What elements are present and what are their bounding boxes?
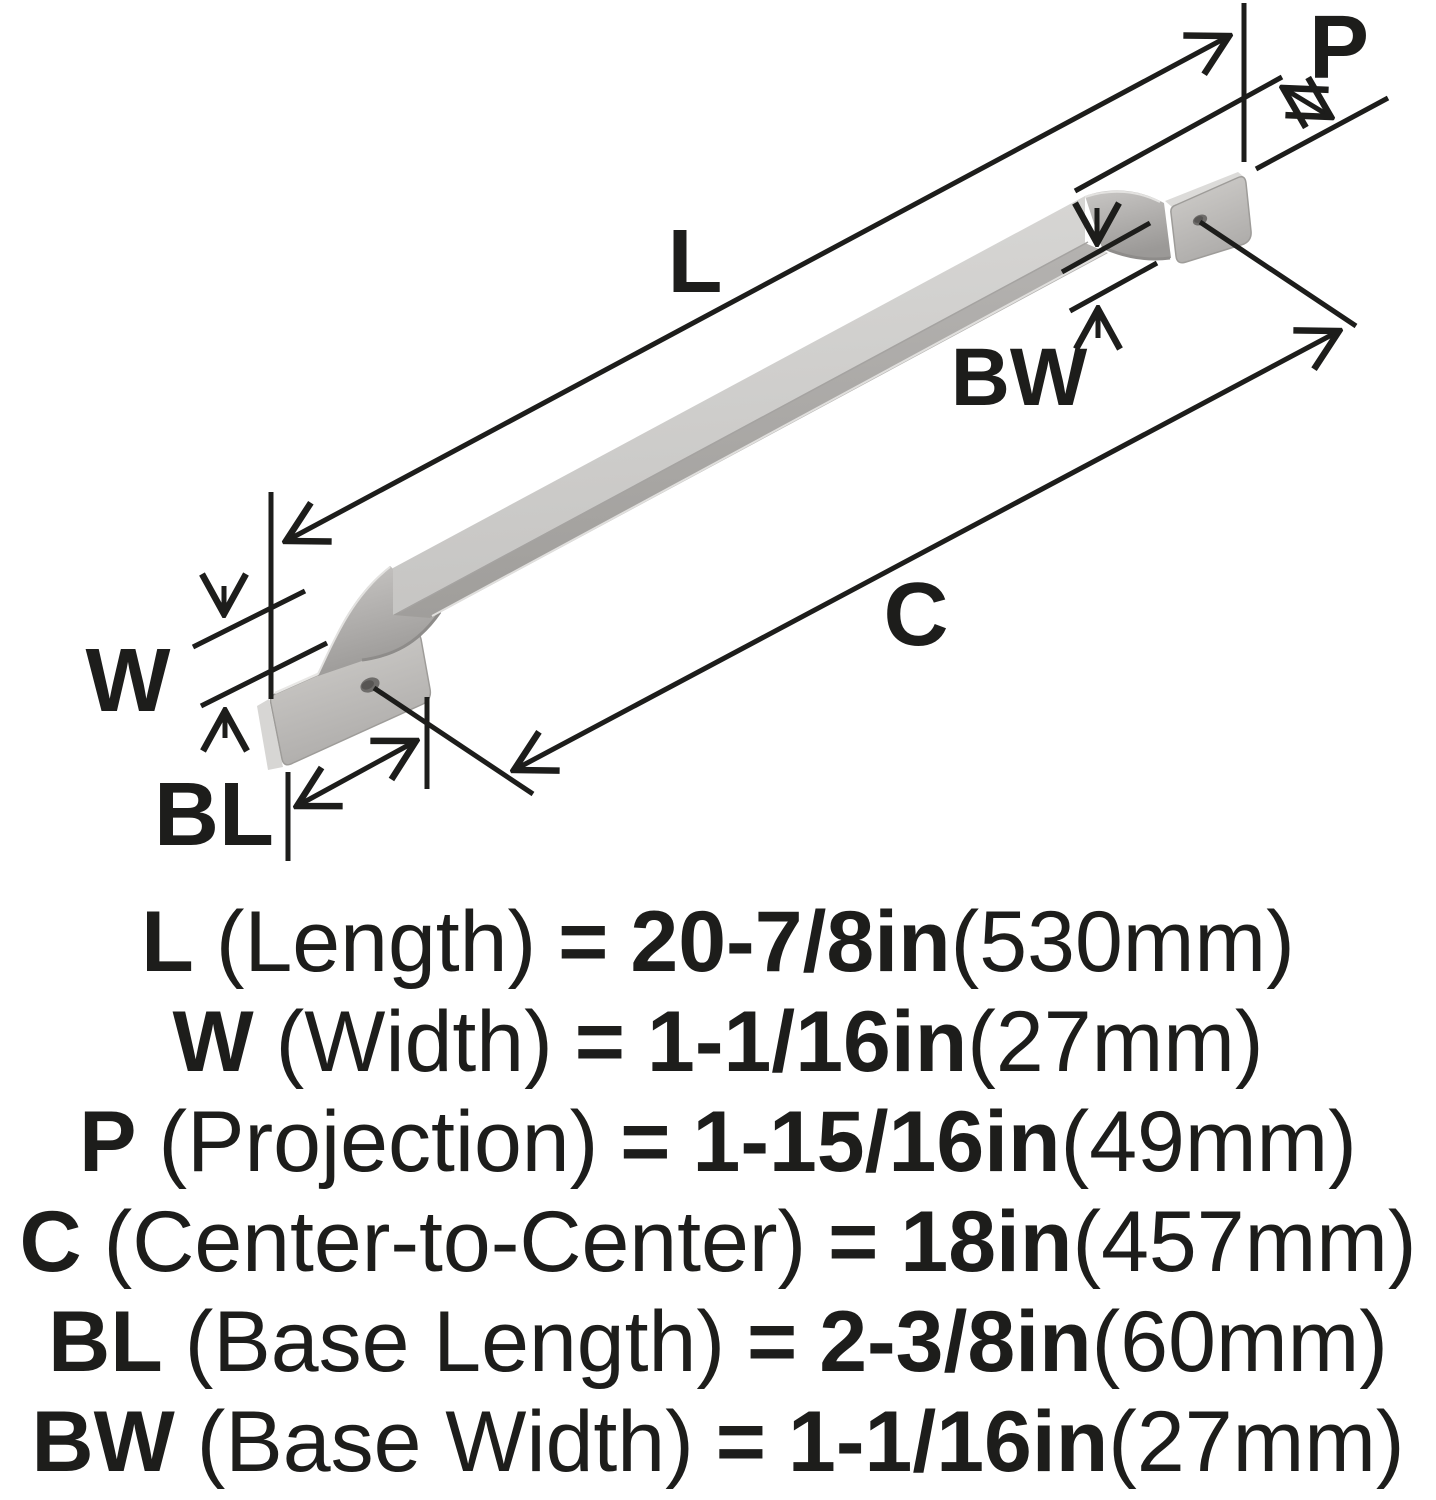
spec-value: 20-7/8in xyxy=(630,894,951,990)
spec-name: (Base Length) xyxy=(184,1294,725,1390)
bw-extension-line-top xyxy=(1060,220,1152,275)
dimension-label-w: W xyxy=(86,631,171,731)
spec-name: (Length) xyxy=(215,894,537,990)
l-dimension-arrow xyxy=(286,36,1229,541)
c-extension-line-left xyxy=(372,685,535,797)
spec-row-width: W(Width)=1-1/16in(27mm) xyxy=(0,992,1436,1092)
dimension-diagram-svg: L P BW W xyxy=(86,0,1390,865)
left-neck-highlight xyxy=(317,566,391,675)
dimension-BL: BL xyxy=(154,697,430,865)
spec-abbr: C xyxy=(19,1194,82,1290)
spec-metric: (27mm) xyxy=(967,994,1264,1090)
p-extension-line-top xyxy=(1073,74,1284,194)
left-base-endcap xyxy=(257,699,283,770)
dimension-C: C xyxy=(372,219,1358,797)
bl-dimension-arrow xyxy=(297,741,416,806)
dimension-W: W xyxy=(86,586,329,738)
dimension-P: P xyxy=(1073,0,1390,194)
spec-metric: (27mm) xyxy=(1108,1394,1405,1490)
spec-abbr: BL xyxy=(48,1294,163,1390)
spec-row-projection: P(Projection)=1-15/16in(49mm) xyxy=(0,1092,1436,1192)
handle-illustration xyxy=(257,172,1252,770)
dimension-label-l: L xyxy=(668,212,723,312)
spec-metric: (49mm) xyxy=(1060,1094,1357,1190)
handle-bar-front-face xyxy=(393,243,1108,618)
w-extension-line-top xyxy=(191,588,307,650)
spec-value: 1-1/16in xyxy=(788,1394,1109,1490)
p-dimension-arrow xyxy=(1283,88,1331,117)
left-neck-cove-shadow xyxy=(361,611,442,662)
w-extension-line-bottom xyxy=(199,640,329,709)
dimension-label-bl: BL xyxy=(154,765,274,865)
spec-metric: (530mm) xyxy=(950,894,1295,990)
dimension-label-p: P xyxy=(1309,0,1369,98)
spec-row-length: L(Length)=20-7/8in(530mm) xyxy=(0,892,1436,992)
spec-name: (Base Width) xyxy=(196,1394,694,1490)
spec-equals: = xyxy=(574,994,625,1090)
spec-equals: = xyxy=(715,1394,767,1490)
spec-equals: = xyxy=(828,1194,879,1290)
spec-value: 2-3/8in xyxy=(819,1294,1092,1390)
dimension-diagram: L P BW W xyxy=(86,0,1390,865)
spec-name: (Width) xyxy=(275,994,553,1090)
spec-name: (Projection) xyxy=(158,1094,599,1190)
spec-row-base-width: BW(Base Width)=1-1/16in(27mm) xyxy=(0,1392,1436,1492)
spec-value: 1-1/16in xyxy=(647,994,968,1090)
spec-name: (Center-to-Center) xyxy=(103,1194,807,1290)
p-extension-line-bottom xyxy=(1254,95,1390,172)
spec-value: 18in xyxy=(900,1194,1073,1290)
spec-metric: (457mm) xyxy=(1072,1194,1417,1290)
spec-equals: = xyxy=(620,1094,671,1190)
spec-row-center-to-center: C(Center-to-Center)=18in(457mm) xyxy=(0,1192,1436,1292)
spec-abbr: L xyxy=(141,894,194,990)
handle-bar-bottom-highlight xyxy=(431,251,1107,617)
bw-extension-line-bottom xyxy=(1068,260,1159,314)
spec-equals: = xyxy=(746,1294,798,1390)
spec-value: 1-15/16in xyxy=(692,1094,1061,1190)
dimension-L: L xyxy=(268,3,1247,699)
spec-abbr: P xyxy=(79,1094,137,1190)
spec-abbr: BW xyxy=(31,1394,175,1490)
dimension-label-c: C xyxy=(884,565,949,665)
c-dimension-arrow xyxy=(514,331,1339,770)
dimension-label-bw: BW xyxy=(951,332,1088,423)
spec-list: L(Length)=20-7/8in(530mm) W(Width)=1-1/1… xyxy=(0,892,1436,1492)
spec-equals: = xyxy=(558,894,609,990)
spec-row-base-length: BL(Base Length)=2-3/8in(60mm) xyxy=(0,1292,1436,1392)
c-extension-line-right xyxy=(1198,219,1358,329)
spec-abbr: W xyxy=(172,994,254,1090)
spec-metric: (60mm) xyxy=(1091,1294,1388,1390)
